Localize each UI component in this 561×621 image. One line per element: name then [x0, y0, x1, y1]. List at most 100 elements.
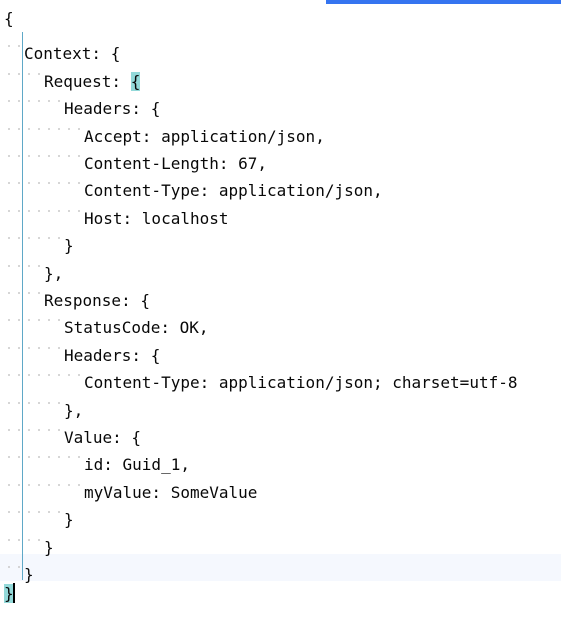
- whitespace-dot: [34, 279, 44, 306]
- whitespace-dot: [34, 306, 44, 333]
- code-text[interactable]: Headers: {: [64, 345, 161, 365]
- code-text[interactable]: myValue: SomeValue: [84, 482, 258, 502]
- whitespace-dot: [14, 443, 24, 470]
- whitespace-dot: [14, 334, 24, 361]
- whitespace-dot: [24, 115, 34, 142]
- whitespace-dot: [64, 142, 74, 169]
- code-text[interactable]: },: [44, 263, 64, 283]
- whitespace-dot: [4, 334, 14, 361]
- code-text[interactable]: }: [64, 510, 74, 530]
- whitespace-dot: [24, 224, 34, 251]
- whitespace-dot: [54, 197, 64, 224]
- code-text[interactable]: Request: {: [44, 71, 141, 91]
- whitespace-dot: [74, 142, 84, 169]
- code-text[interactable]: Context: {: [24, 44, 121, 64]
- whitespace-dot: [34, 389, 44, 416]
- whitespace-dot: [54, 416, 64, 443]
- whitespace-dot: [54, 306, 64, 333]
- whitespace-dot: [14, 169, 24, 196]
- whitespace-dot: [44, 498, 54, 525]
- whitespace-dot: [24, 526, 34, 553]
- whitespace-dot: [64, 471, 74, 498]
- whitespace-dot: [44, 334, 54, 361]
- whitespace-dot: [14, 32, 24, 59]
- text-caret: [12, 583, 15, 604]
- scrollbar-accent[interactable]: [326, 0, 561, 4]
- code-text[interactable]: },: [64, 400, 84, 420]
- code-line[interactable]: }: [4, 553, 34, 584]
- code-line[interactable]: Response: {: [4, 279, 150, 310]
- whitespace-dot: [44, 224, 54, 251]
- whitespace-dot: [24, 87, 34, 114]
- whitespace-dot: [54, 498, 64, 525]
- whitespace-dot: [64, 443, 74, 470]
- whitespace-dot: [44, 169, 54, 196]
- whitespace-dot: [4, 60, 14, 87]
- whitespace-dot: [4, 526, 14, 553]
- whitespace-dot: [24, 334, 34, 361]
- whitespace-dot: [24, 197, 34, 224]
- code-line[interactable]: Headers: {: [4, 87, 160, 118]
- whitespace-dot: [24, 142, 34, 169]
- code-text[interactable]: Content-Type: application/json,: [84, 181, 383, 201]
- whitespace-dot: [4, 361, 14, 388]
- whitespace-dot: [54, 471, 64, 498]
- code-text[interactable]: }: [64, 236, 74, 256]
- code-text[interactable]: Host: localhost: [84, 208, 229, 228]
- code-text[interactable]: Headers: {: [64, 99, 161, 119]
- whitespace-dot: [74, 443, 84, 470]
- code-text[interactable]: Accept: application/json,: [84, 126, 325, 146]
- code-text[interactable]: {: [4, 9, 14, 28]
- whitespace-dot: [14, 279, 24, 306]
- whitespace-dot: [44, 87, 54, 114]
- code-line[interactable]: Request: {: [4, 60, 141, 91]
- whitespace-dot: [44, 416, 54, 443]
- code-text[interactable]: Content-Length: 67,: [84, 154, 268, 173]
- whitespace-dot: [64, 115, 74, 142]
- code-text[interactable]: StatusCode: OK,: [64, 318, 209, 338]
- whitespace-dot: [24, 60, 34, 87]
- code-line[interactable]: myValue: SomeValue: [4, 471, 257, 502]
- code-line[interactable]: },: [4, 252, 63, 283]
- code-line[interactable]: id: Guid_1,: [4, 443, 190, 474]
- whitespace-dot: [74, 471, 84, 498]
- code-line[interactable]: StatusCode: OK,: [4, 306, 209, 337]
- whitespace-dot: [24, 252, 34, 279]
- code-line[interactable]: Host: localhost: [4, 197, 229, 228]
- whitespace-dot: [54, 169, 64, 196]
- code-text[interactable]: id: Guid_1,: [84, 455, 190, 475]
- code-text[interactable]: Value: {: [64, 428, 142, 447]
- whitespace-dot: [4, 279, 14, 306]
- whitespace-dot: [54, 361, 64, 388]
- code-text[interactable]: }: [4, 583, 15, 604]
- whitespace-dot: [14, 197, 24, 224]
- code-line[interactable]: }: [4, 580, 15, 607]
- code-line[interactable]: Headers: {: [4, 334, 160, 365]
- whitespace-dot: [4, 32, 14, 59]
- code-line[interactable]: }: [4, 526, 54, 557]
- code-line[interactable]: }: [4, 498, 74, 529]
- code-line[interactable]: Content-Type: application/json,: [4, 169, 383, 200]
- whitespace-dot: [74, 361, 84, 388]
- whitespace-dot: [4, 553, 14, 580]
- code-text[interactable]: Response: {: [44, 291, 150, 310]
- whitespace-dot: [24, 443, 34, 470]
- whitespace-dot: [44, 142, 54, 169]
- code-text[interactable]: }: [44, 537, 54, 557]
- code-line[interactable]: Content-Type: application/json; charset=…: [4, 361, 517, 392]
- whitespace-dot: [34, 115, 44, 142]
- code-line[interactable]: }: [4, 224, 74, 255]
- code-line[interactable]: Value: {: [4, 416, 141, 447]
- code-text[interactable]: Content-Type: application/json; charset=…: [84, 373, 518, 393]
- code-line[interactable]: Content-Length: 67,: [4, 142, 267, 173]
- whitespace-dot: [4, 115, 14, 142]
- whitespace-dot: [34, 60, 44, 87]
- code-line[interactable]: {: [4, 5, 14, 32]
- code-line[interactable]: },: [4, 389, 83, 420]
- code-line[interactable]: Context: {: [4, 32, 120, 63]
- code-line[interactable]: Accept: application/json,: [4, 115, 325, 146]
- whitespace-dot: [14, 142, 24, 169]
- code-text[interactable]: }: [24, 565, 34, 584]
- whitespace-dot: [64, 197, 74, 224]
